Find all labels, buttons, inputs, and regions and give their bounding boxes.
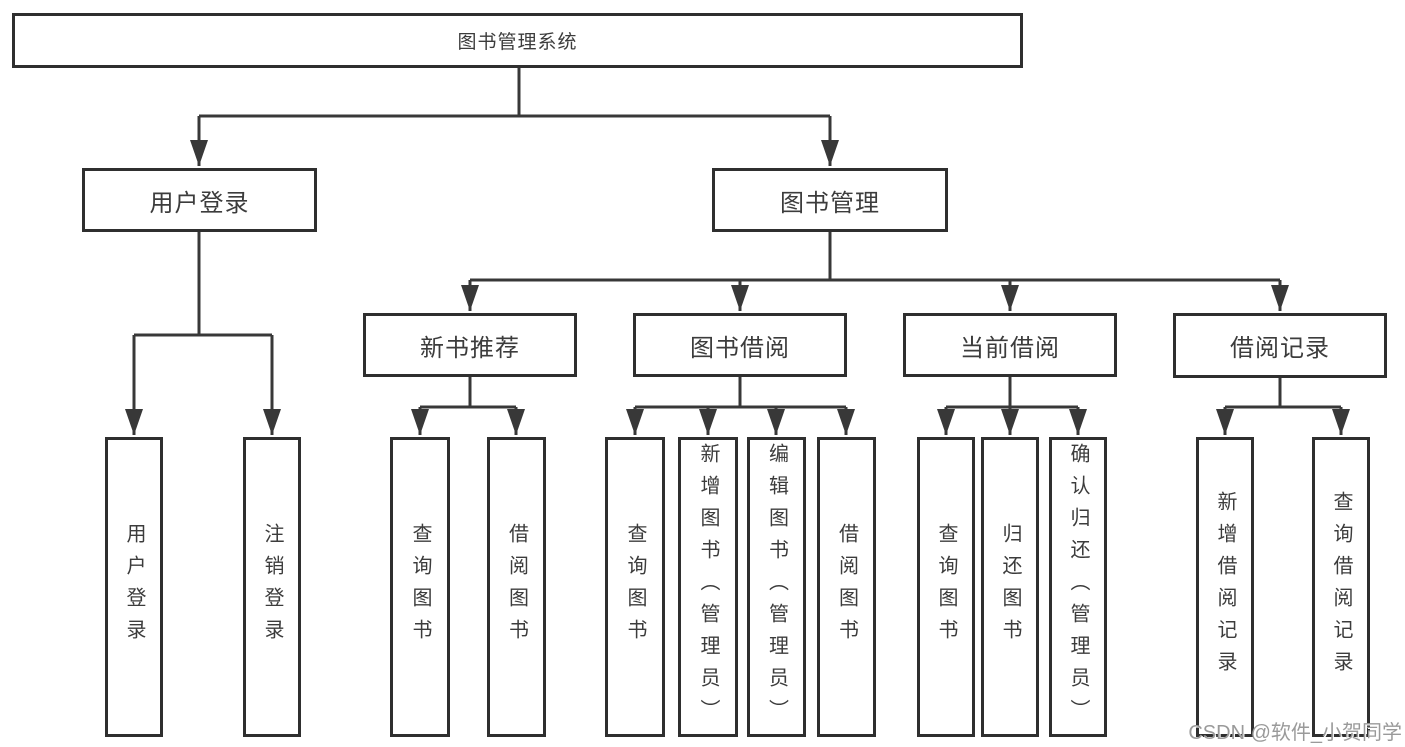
connector-line — [199, 68, 830, 118]
node-bb-borrow: 借阅图书 — [817, 437, 876, 737]
connector-book-borrow-children — [626, 377, 855, 435]
connector-line — [420, 377, 516, 409]
connector-line — [635, 377, 846, 409]
node-nb-borrow: 借阅图书 — [487, 437, 546, 737]
connector-borrow-records-children — [1216, 378, 1350, 435]
node-nb-query: 查询图书 — [390, 437, 450, 737]
node-cb-query: 查询图书 — [917, 437, 975, 737]
node-borrow-records: 借阅记录 — [1173, 313, 1387, 378]
node-br-query: 查询借阅记录 — [1312, 437, 1370, 737]
node-bb-add: 新增图书（管理员） — [678, 437, 738, 737]
node-bb-query: 查询图书 — [605, 437, 665, 737]
connector-line — [134, 232, 272, 337]
connector-line — [470, 232, 1280, 282]
node-new-books: 新书推荐 — [363, 313, 577, 377]
node-br-add: 新增借阅记录 — [1196, 437, 1254, 737]
connector-current-borrow-children — [937, 377, 1087, 435]
connector-line — [1225, 378, 1341, 409]
node-cb-confirm: 确认归还（管理员） — [1049, 437, 1107, 737]
connector-line — [946, 377, 1078, 409]
csdn-watermark: CSDN @软件_小贺同学 — [1188, 722, 1402, 744]
node-root: 图书管理系统 — [12, 13, 1023, 68]
node-book-mgmt: 图书管理 — [712, 168, 948, 232]
node-bb-edit: 编辑图书（管理员） — [747, 437, 806, 737]
node-current-borrow: 当前借阅 — [903, 313, 1117, 377]
connector-root-to-level2 — [190, 68, 839, 166]
connector-book-mgmt-children — [461, 232, 1289, 311]
node-logout: 注销登录 — [243, 437, 301, 737]
node-login: 用户登录 — [105, 437, 163, 737]
connector-user-login-children — [125, 232, 281, 435]
node-user-login-branch: 用户登录 — [82, 168, 317, 232]
node-cb-return: 归还图书 — [981, 437, 1039, 737]
node-book-borrow: 图书借阅 — [633, 313, 847, 377]
connector-new-books-children — [411, 377, 525, 435]
